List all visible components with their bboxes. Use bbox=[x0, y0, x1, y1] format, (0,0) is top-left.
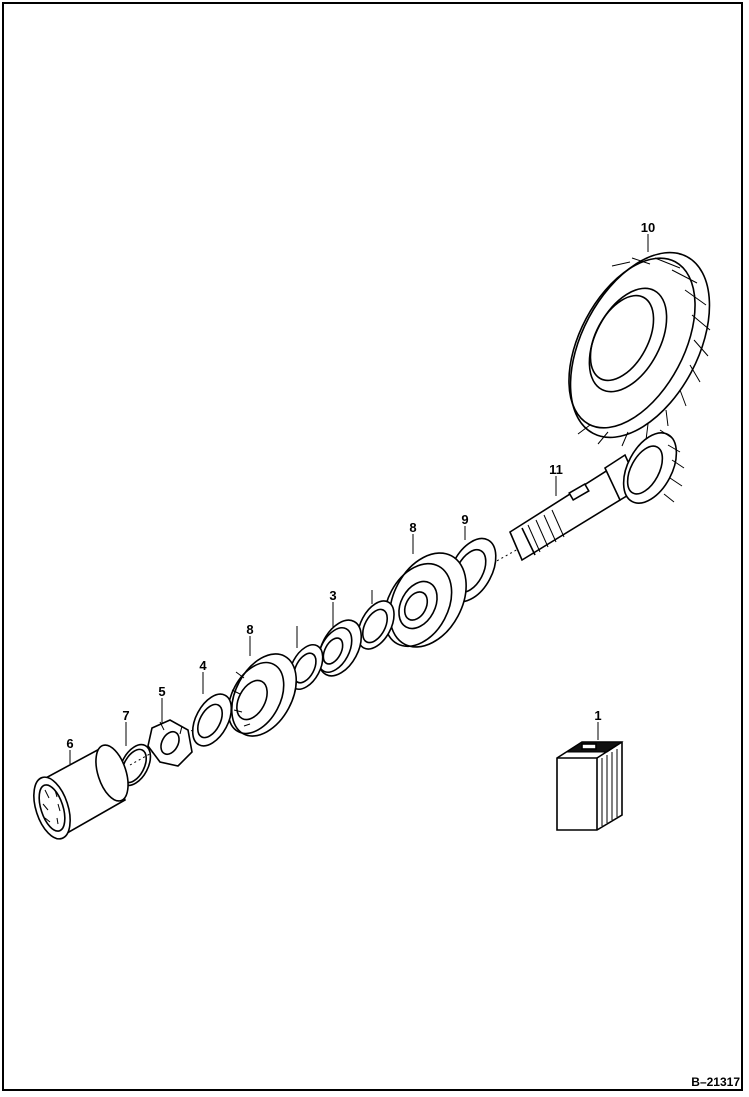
callout-4: 4 bbox=[199, 658, 207, 673]
callout-1: 1 bbox=[594, 708, 601, 723]
sleeve-part-6 bbox=[33, 744, 129, 840]
callout-10: 10 bbox=[641, 220, 655, 235]
callout-7: 7 bbox=[122, 708, 129, 723]
callout-3: 3 bbox=[329, 588, 336, 603]
spacer-ring-part bbox=[288, 644, 324, 690]
callout-5: 5 bbox=[158, 684, 165, 699]
pinion-shaft-part bbox=[508, 429, 685, 562]
callout-8-lower: 8 bbox=[246, 622, 253, 637]
snap-ring-part bbox=[357, 600, 395, 650]
callout-11: 11 bbox=[549, 462, 563, 477]
callout-8-upper: 8 bbox=[409, 520, 416, 535]
leader-lines bbox=[69, 234, 649, 764]
callout-9: 9 bbox=[461, 512, 468, 527]
washer-part-4 bbox=[191, 693, 233, 747]
nut-part-5 bbox=[147, 719, 193, 767]
bearing-part-upper bbox=[383, 552, 467, 648]
bearing-cone-part-3 bbox=[317, 619, 363, 677]
bearing-part-lower bbox=[227, 653, 298, 737]
sealant-block-part-1 bbox=[556, 741, 624, 831]
ring-gear-part bbox=[568, 251, 711, 447]
reference-code: B–21317 bbox=[691, 1075, 740, 1089]
callout-6: 6 bbox=[66, 736, 73, 751]
